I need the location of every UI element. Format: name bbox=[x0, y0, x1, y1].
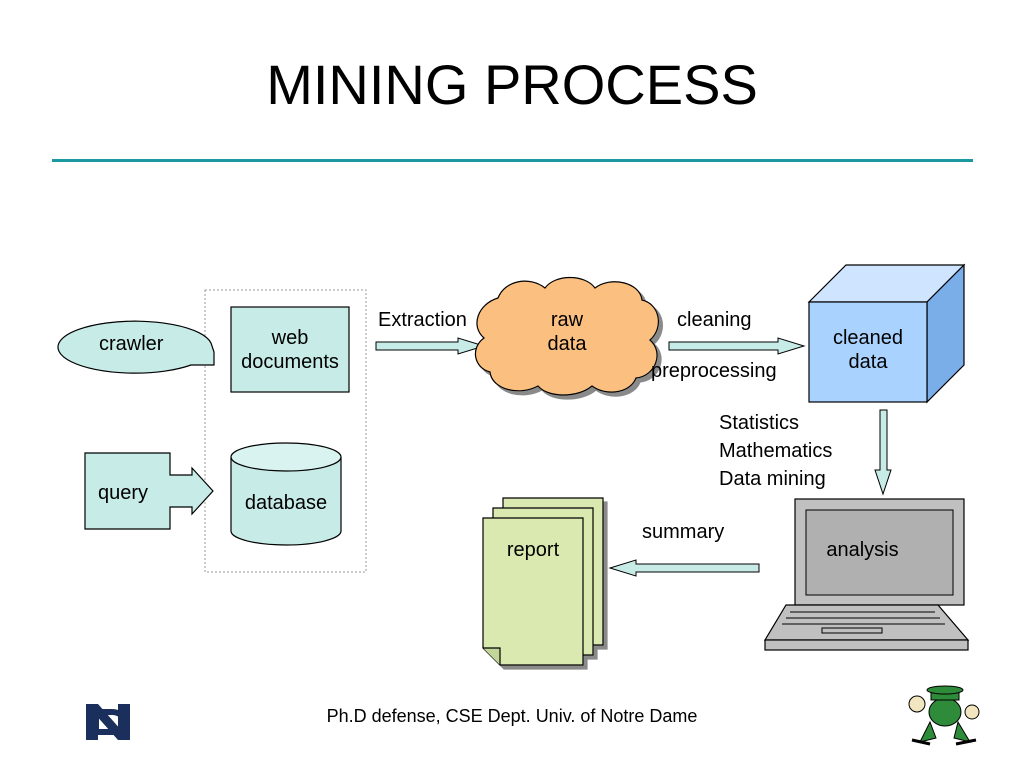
web-documents-label: web documents bbox=[241, 327, 339, 373]
raw-data-label: raw data bbox=[547, 309, 587, 355]
slide-footer: Ph.D defense, CSE Dept. Univ. of Notre D… bbox=[326, 706, 698, 726]
preprocessing-label: preprocessing bbox=[651, 360, 777, 382]
crawler-node bbox=[57, 320, 215, 374]
database-node bbox=[230, 442, 342, 546]
nd-monogram-logo bbox=[86, 704, 130, 740]
raw-data-node bbox=[474, 277, 659, 396]
cleaned-data-node bbox=[807, 263, 966, 404]
extraction-arrow bbox=[375, 337, 486, 355]
cleaned-data-label: cleaned data bbox=[832, 327, 904, 373]
summary-label: summary bbox=[642, 521, 725, 543]
extraction-label: Extraction bbox=[378, 309, 467, 331]
crawler-label: crawler bbox=[99, 333, 164, 355]
analysis-input-arrow bbox=[874, 409, 892, 496]
leprechaun-mascot-logo bbox=[908, 685, 980, 746]
analysis-node bbox=[763, 498, 970, 651]
summary-arrow bbox=[608, 559, 760, 577]
database-label: database bbox=[244, 492, 328, 514]
cleaning-arrow bbox=[668, 337, 806, 355]
source-group-box bbox=[204, 289, 367, 573]
report-node bbox=[482, 497, 604, 666]
title-divider bbox=[52, 159, 973, 162]
query-node bbox=[84, 452, 214, 530]
cleaning-label: cleaning bbox=[677, 309, 752, 331]
web-documents-node bbox=[230, 306, 350, 393]
analysis-label: analysis bbox=[826, 539, 899, 561]
analysis-methods-label: Statistics Mathematics Data mining bbox=[719, 412, 833, 490]
slide-title: MINING PROCESS bbox=[266, 53, 758, 116]
query-label: query bbox=[98, 482, 149, 504]
report-label: report bbox=[506, 539, 560, 561]
